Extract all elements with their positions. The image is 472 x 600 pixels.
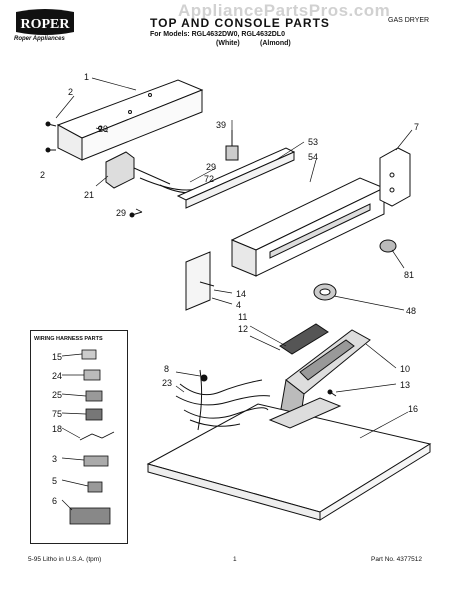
callout-h5: 5 xyxy=(52,476,57,486)
wiring-harness-title: WIRING HARNESS PARTS xyxy=(34,336,103,342)
footer-page-number: 1 xyxy=(233,556,237,563)
callout-h18: 18 xyxy=(52,424,62,434)
footer-part-number: Part No. 4377512 xyxy=(371,556,422,563)
dryer-top xyxy=(146,397,432,521)
callout-1: 1 xyxy=(84,72,89,82)
callout-7: 7 xyxy=(414,122,419,132)
wiring-harness xyxy=(175,369,271,431)
document-type: GAS DRYER xyxy=(388,17,430,24)
callout-10: 10 xyxy=(400,364,410,374)
watermark: AppliancePartsPros.com xyxy=(178,1,391,20)
callout-h3: 3 xyxy=(52,454,57,464)
wiring-harness-box xyxy=(30,330,128,544)
roper-logo: ROPER xyxy=(14,8,76,46)
svg-text:ROPER: ROPER xyxy=(21,17,71,32)
screws xyxy=(45,121,143,218)
finish-white: (White) xyxy=(216,40,240,47)
callout-h6: 6 xyxy=(52,496,57,506)
callout-81: 81 xyxy=(404,270,414,280)
callout-h15: 15 xyxy=(52,352,62,362)
end-cap xyxy=(379,147,411,207)
footer-litho: 5-95 Litho in U.S.A. (tpm) xyxy=(28,556,102,563)
brand-subtitle: Roper Appliances xyxy=(14,36,65,42)
switch-39 xyxy=(225,130,239,161)
callout-4: 4 xyxy=(236,300,241,310)
rear-panel xyxy=(56,79,204,161)
finish-almond: (Almond) xyxy=(260,40,291,47)
callout-53: 53 xyxy=(308,137,318,147)
page-title: TOP AND CONSOLE PARTS xyxy=(150,16,330,30)
callout-2a: 2 xyxy=(68,87,73,97)
callout-39: 39 xyxy=(216,120,226,130)
models-line: For Models: RGL4632DW0, RGL4632DL0 xyxy=(150,31,285,38)
callout-48: 48 xyxy=(406,306,416,316)
console-rail xyxy=(176,147,296,209)
timer-switch xyxy=(105,151,171,189)
callout-16: 16 xyxy=(408,404,418,414)
callout-11: 11 xyxy=(238,312,247,322)
callout-h75: 75 xyxy=(52,409,62,419)
callout-54: 54 xyxy=(308,152,318,162)
harness-parts xyxy=(69,349,115,525)
callout-23: 23 xyxy=(162,378,172,388)
callout-14: 14 xyxy=(236,289,246,299)
callout-h25: 25 xyxy=(52,390,62,400)
callout-29b: 29 xyxy=(116,208,126,218)
callout-29c: 29 xyxy=(206,162,216,172)
callout-8: 8 xyxy=(164,364,169,374)
callout-21: 21 xyxy=(84,190,94,200)
callout-72: 72 xyxy=(204,174,214,184)
callout-13: 13 xyxy=(400,380,410,390)
console-panel xyxy=(230,177,386,277)
lint-filter xyxy=(279,323,329,355)
callout-29a: 29 xyxy=(98,124,108,134)
callout-h24: 24 xyxy=(52,371,62,381)
callout-12: 12 xyxy=(238,324,248,334)
callout-2b: 2 xyxy=(40,170,45,180)
